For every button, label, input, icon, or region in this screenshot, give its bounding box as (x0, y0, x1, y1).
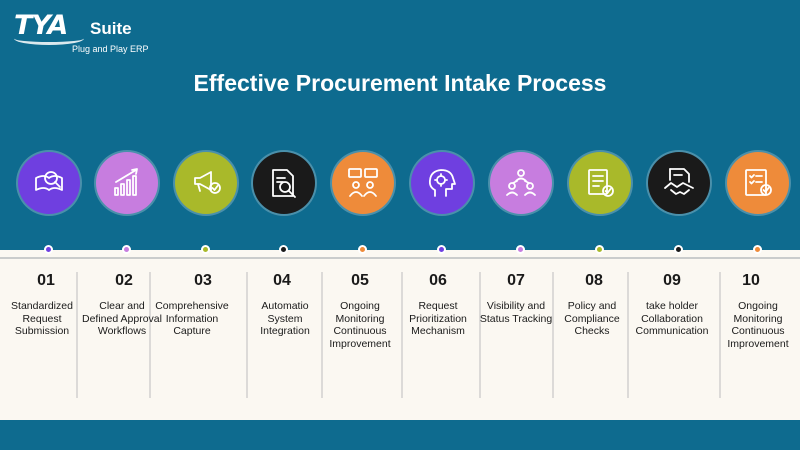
timeline-dot-center (676, 247, 681, 252)
step-number: 08 (585, 272, 603, 289)
step-label: Comprehensive Information Capture (155, 300, 229, 337)
book-search-icon (35, 171, 63, 191)
step-icon-circle (332, 152, 394, 214)
step-icon-circle (253, 152, 315, 214)
process-step-05 (324, 0, 402, 254)
page-title: Effective Procurement Intake Process (193, 70, 607, 96)
process-step-02 (88, 0, 166, 254)
step-icon-circle (175, 152, 237, 214)
step-label: Visibility and Status Tracking (479, 300, 553, 325)
process-step-10 (719, 0, 797, 254)
timeline-dot (595, 245, 604, 254)
step-number: 03 (194, 272, 212, 289)
team-discussion-icon (348, 168, 378, 197)
step-label: Request Prioritization Mechanism (409, 300, 467, 337)
document-search-icon (272, 169, 296, 198)
step-label: take holder Collaboration Communication (635, 300, 709, 337)
timeline-dot-center (755, 247, 760, 252)
timeline-dot (358, 245, 367, 254)
step-label: Standardized Request Submission (11, 300, 73, 337)
step-label: Ongoing Monitoring Continuous Improvemen… (329, 300, 391, 350)
step-label: Ongoing Monitoring Continuous Improvemen… (727, 300, 789, 350)
brand-swoosh (14, 32, 84, 45)
brand-suite: Suite (90, 19, 132, 38)
timeline-dot (44, 245, 53, 254)
brand-logo: TYA Suite Plug and Play ERP (14, 10, 154, 58)
timeline-dot-center (360, 247, 365, 252)
timeline-dot-center (597, 247, 602, 252)
step-number: 04 (273, 272, 291, 289)
people-network-icon (506, 169, 536, 196)
timeline-dot (753, 245, 762, 254)
head-gear-icon (428, 169, 456, 197)
timeline-dot-center (46, 247, 51, 252)
process-step-06 (403, 0, 481, 254)
timeline-dot (201, 245, 210, 254)
timeline-dot-center (439, 247, 444, 252)
step-label: Policy and Compliance Checks (564, 300, 620, 337)
step-label: Clear and Defined Approval Workflows (82, 300, 162, 337)
step-number: 02 (115, 272, 133, 289)
timeline-dot (279, 245, 288, 254)
megaphone-check-icon (194, 171, 221, 194)
process-step-03 (167, 0, 245, 254)
step-icon-circle (490, 152, 552, 214)
step-number: 05 (351, 272, 369, 289)
step-number: 07 (507, 272, 525, 289)
step-dividers (0, 257, 800, 398)
process-step-09 (640, 0, 718, 254)
step-label: Automatio System Integration (260, 300, 310, 337)
brand-tagline: Plug and Play ERP (72, 44, 149, 54)
rocket-growth-chart-icon (114, 168, 138, 196)
timeline-panel (0, 250, 800, 420)
step-icon-circle (18, 152, 80, 214)
timeline-dot (437, 245, 446, 254)
handshake-document-icon (664, 168, 694, 195)
timeline-dot-center (281, 247, 286, 252)
step-icon-circle (96, 152, 158, 214)
timeline-dot (122, 245, 131, 254)
step-number: 01 (37, 272, 55, 289)
policy-checklist-icon (588, 169, 614, 197)
process-step-04 (245, 0, 323, 254)
step-number: 09 (663, 272, 681, 289)
step-icon-circle (727, 152, 789, 214)
step-icon-circle (411, 152, 473, 214)
step-icon-circle (648, 152, 710, 214)
timeline-dot-center (203, 247, 208, 252)
step-number: 06 (429, 272, 447, 289)
step-number: 10 (742, 272, 760, 289)
timeline-dot (516, 245, 525, 254)
process-step-08 (561, 0, 639, 254)
checklist-review-icon (745, 169, 772, 196)
timeline-dot (674, 245, 683, 254)
step-icon-circle (569, 152, 631, 214)
process-step-01 (10, 0, 88, 254)
timeline-dot-center (124, 247, 129, 252)
process-step-07 (482, 0, 560, 254)
timeline-dot-center (518, 247, 523, 252)
